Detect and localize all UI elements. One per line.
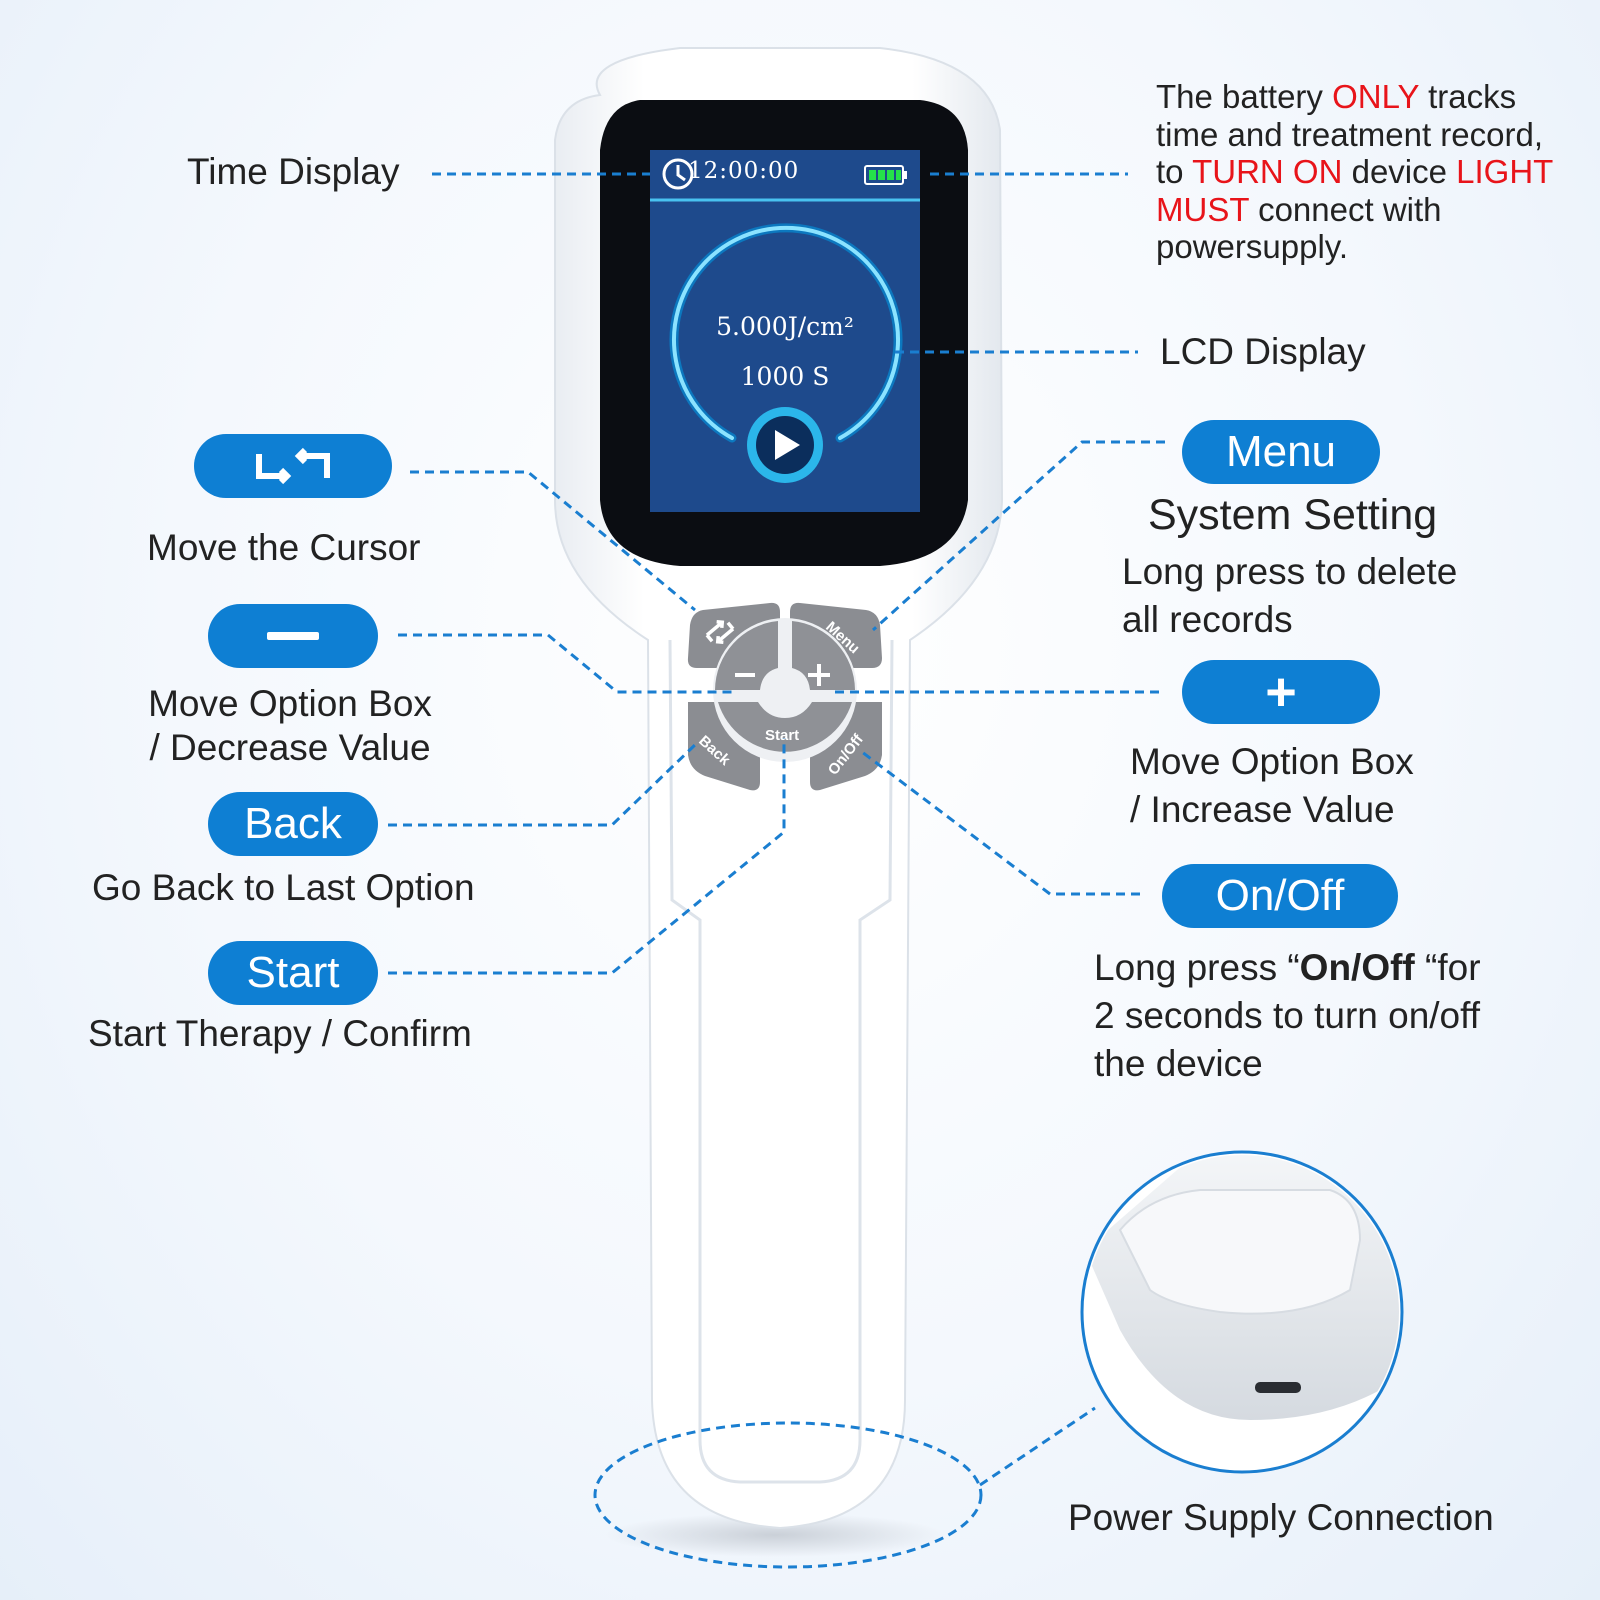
cursor-key-icon [705, 620, 735, 644]
callout-connectors [388, 172, 1165, 1569]
progress-ring [672, 225, 900, 440]
start-desc: Start Therapy / Confirm [88, 1013, 472, 1054]
battery-note: The battery ONLY tracks time and treatme… [1156, 78, 1553, 266]
battery-note-text: to [1156, 153, 1193, 191]
grip-groove [668, 639, 894, 1484]
clock-icon [662, 158, 694, 190]
cursor-arrows-icon [256, 447, 330, 485]
plus-desc-line1: Move Option Box [1130, 741, 1414, 782]
lcd-duration: 1000 S [740, 362, 830, 391]
cursor-desc: Move the Cursor [147, 527, 421, 568]
minus-desc: Move Option Box / Decrease Value [135, 682, 445, 771]
device-shadow [605, 1513, 945, 1557]
battery-note-light: LIGHT [1456, 153, 1554, 191]
battery-note-text: device [1342, 153, 1457, 191]
battery-note-must: MUST [1156, 190, 1249, 228]
minus-desc-line2: / Decrease Value [149, 727, 431, 769]
menu-desc: Long press to delete all records [1122, 550, 1457, 643]
onoff-desc-text: “for [1414, 947, 1481, 988]
battery-note-turn-on: TURN ON [1192, 153, 1343, 191]
usb-c-port [1255, 1382, 1301, 1393]
lcd-dose: 5.000J/cm² [716, 312, 854, 341]
play-button-icon [747, 407, 823, 483]
onoff-desc-line3: the device [1094, 1043, 1263, 1085]
minus-pill [208, 604, 378, 668]
battery-note-only: ONLY [1332, 78, 1419, 115]
lcd-time: 12:00:00 [688, 158, 800, 184]
back-desc: Go Back to Last Option [92, 867, 475, 908]
battery-note-text: connect with [1248, 190, 1442, 228]
cursor-pill [194, 434, 392, 498]
power-port-detail [1080, 1150, 1404, 1474]
menu-desc-line2: all records [1122, 599, 1293, 641]
battery-note-line5: powersupply. [1156, 228, 1348, 266]
battery-note-line2: time and treatment record, [1156, 115, 1544, 153]
onoff-pill: On/Off [1162, 864, 1398, 928]
battery-note-text: tracks [1418, 78, 1517, 115]
back-pill: Back [208, 792, 378, 856]
menu-desc-line1: Long press to delete [1122, 551, 1458, 592]
plus-desc-line2: / Increase Value [1130, 789, 1395, 831]
battery-note-text: The battery [1156, 78, 1333, 115]
onoff-desc-bold: On/Off [1299, 947, 1415, 988]
onoff-desc-text: Long press “ [1094, 947, 1300, 988]
plus-pill: + [1182, 660, 1380, 724]
menu-title: System Setting [1148, 491, 1438, 539]
minus-desc-line1: Move Option Box [148, 683, 432, 724]
time-display-label: Time Display [187, 151, 400, 192]
power-supply-label: Power Supply Connection [1068, 1497, 1494, 1538]
onoff-desc-line2: 2 seconds to turn on/off [1094, 995, 1481, 1037]
keypad: Menu Back Start On/Off [687, 602, 882, 791]
lcd-display-label: LCD Display [1160, 331, 1366, 372]
start-key-label: Start [765, 727, 799, 744]
battery-icon [864, 165, 907, 185]
minus-icon [267, 632, 319, 640]
onoff-desc: Long press “On/Off “for 2 seconds to tur… [1094, 944, 1481, 1088]
start-pill: Start [208, 941, 378, 1005]
plus-desc: Move Option Box / Increase Value [1130, 738, 1414, 834]
menu-pill: Menu [1182, 420, 1380, 484]
